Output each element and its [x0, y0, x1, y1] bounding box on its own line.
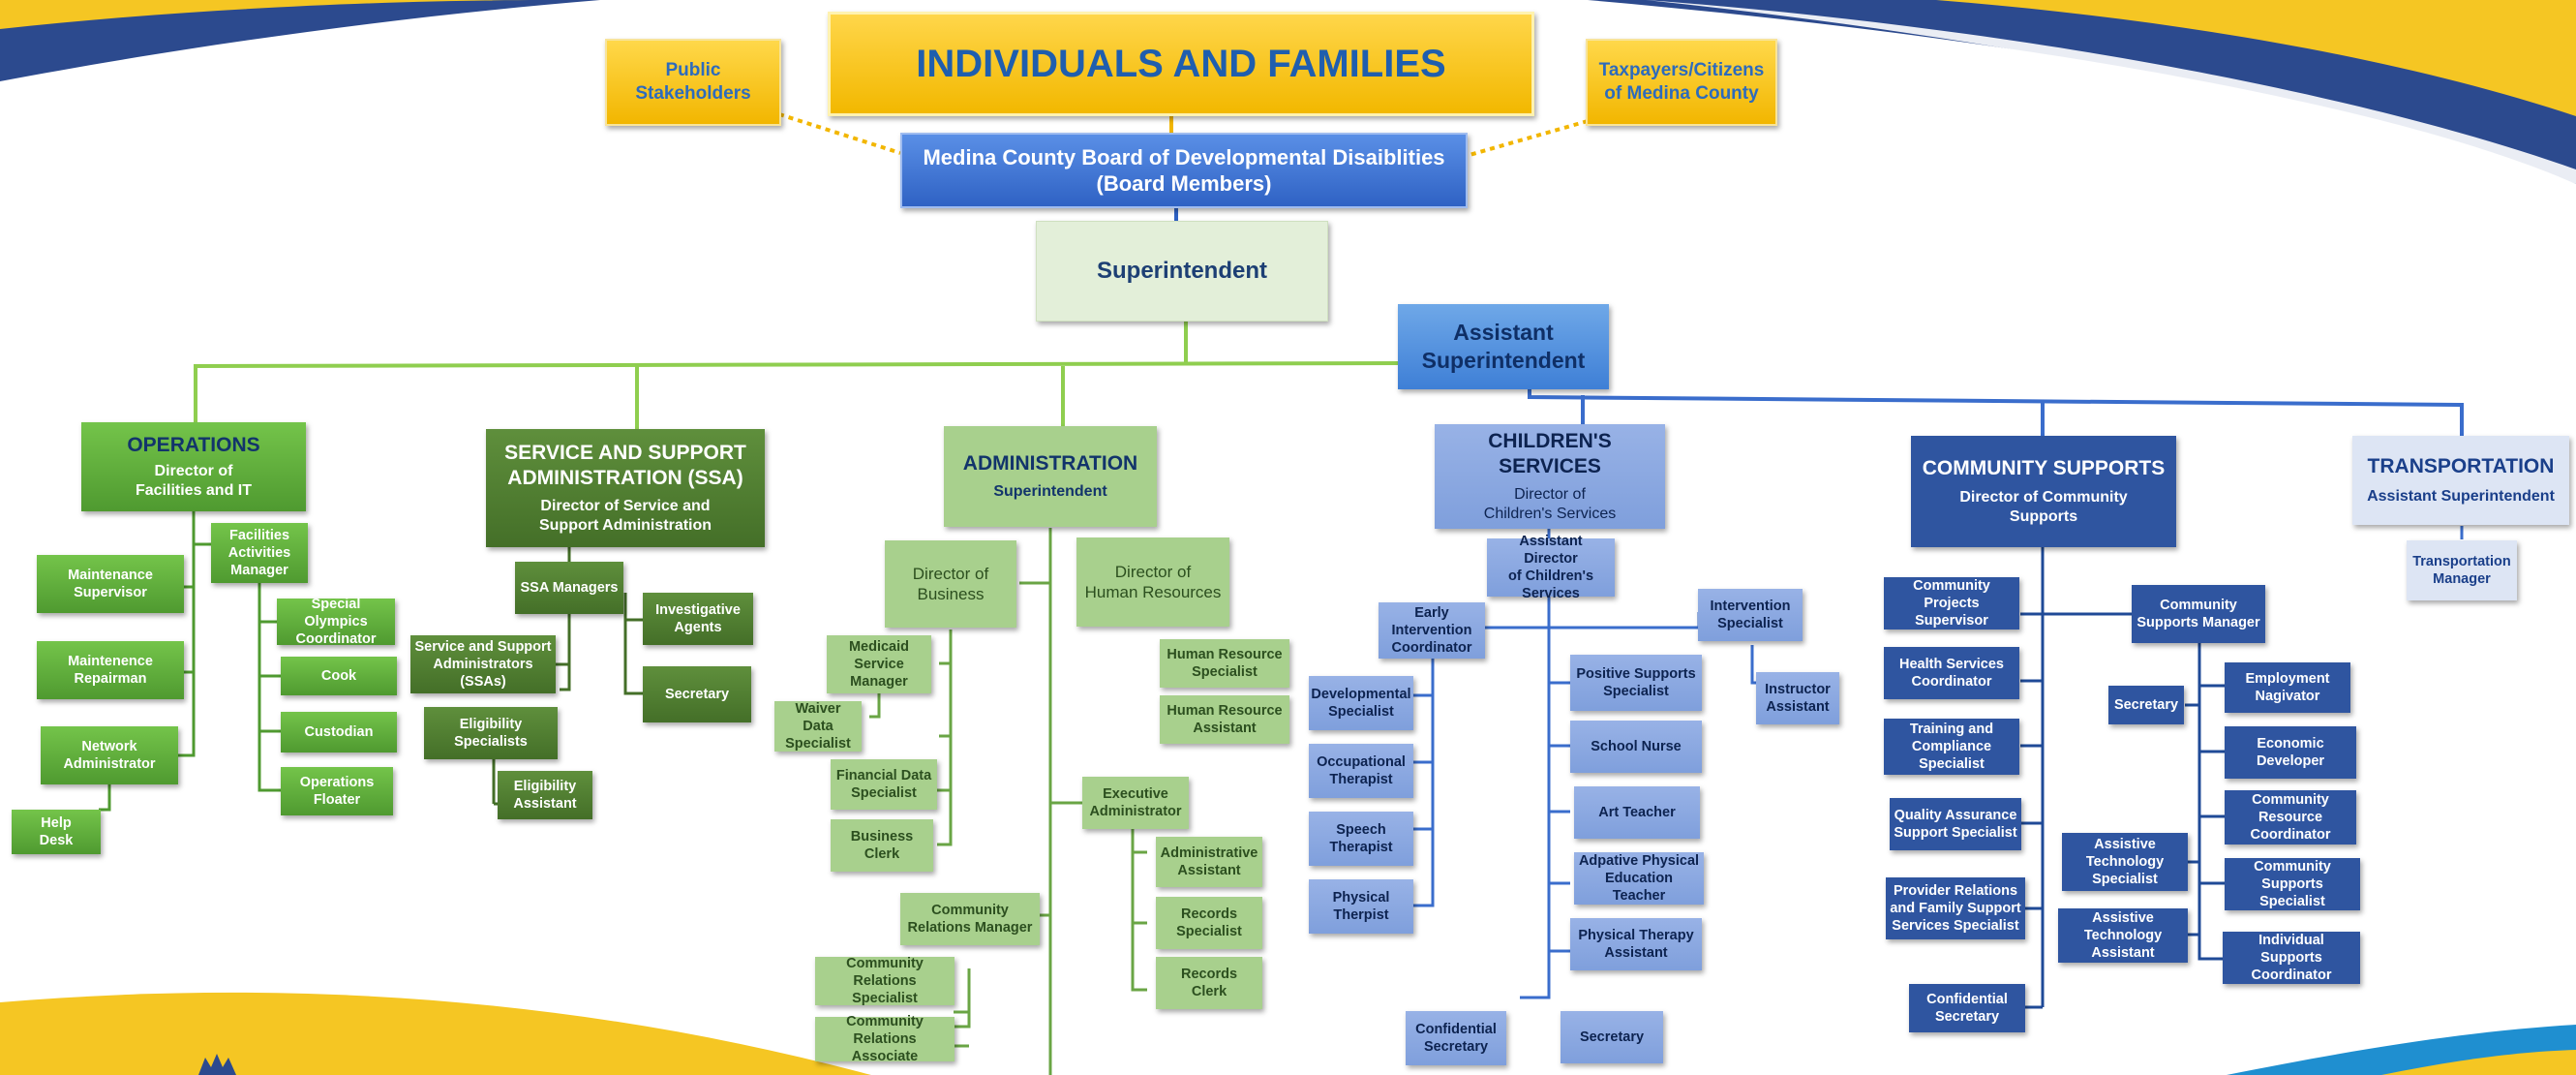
provider-relations-box: Provider Relations and Family Support Se…	[1886, 877, 2025, 939]
assistant-director-childrens-box: Assistant Director of Children's Service…	[1487, 534, 1615, 601]
transportation-manager-box: Transportation Manager	[2407, 540, 2517, 600]
speech-therapist-box: Speech Therapist	[1309, 812, 1413, 866]
bottom-right-gold-swoosh	[2381, 1050, 2576, 1075]
eligibility-assistant-box: Eligibility Assistant	[498, 771, 592, 819]
art-teacher-box: Art Teacher	[1574, 786, 1700, 839]
director-business-box: Director of Business	[885, 540, 1016, 628]
ssa-secretary-box: Secretary	[643, 666, 751, 722]
childrens-services-header: CHILDREN'S SERVICES Director of Children…	[1435, 424, 1665, 529]
records-specialist-box: Records Specialist	[1156, 897, 1262, 949]
public-stakeholders-box: Public Stakeholders	[605, 39, 781, 126]
operations-floater-box: Operations Floater	[281, 767, 393, 815]
superintendent-box: Superintendent	[1036, 221, 1328, 322]
maintenance-supervisor-box: Maintenance Supervisor	[37, 555, 184, 613]
special-olympics-box: Special Olympics Coordinator	[277, 597, 395, 647]
operations-header: OPERATIONS Director of Facilities and IT	[81, 422, 306, 511]
early-intervention-box: Early Intervention Coordinator	[1379, 602, 1485, 659]
taxpayers-citizens-box: Taxpayers/Citizens of Medina County	[1586, 39, 1777, 126]
director-hr-box: Director of Human Resources	[1076, 538, 1229, 627]
hr-specialist-box: Human Resource Specialist	[1160, 639, 1289, 688]
quality-assurance-box: Quality Assurance Support Specialist	[1890, 798, 2021, 850]
training-compliance-box: Training and Compliance Specialist	[1884, 719, 2019, 775]
custodian-box: Custodian	[281, 712, 397, 752]
childrens-secretary-box: Secretary	[1561, 1011, 1663, 1063]
community-supports-header: COMMUNITY SUPPORTS Director of Community…	[1911, 436, 2176, 547]
ssas-box: Service and Support Administrators (SSAs…	[410, 635, 556, 693]
school-nurse-box: School Nurse	[1570, 721, 1702, 773]
maintenance-repairman-box: Maintenence Repairman	[37, 641, 184, 699]
medicaid-manager-box: Medicaid Service Manager	[827, 635, 931, 693]
occupational-therapist-box: Occupational Therapist	[1309, 744, 1413, 798]
developmental-specialist-box: Developmental Specialist	[1309, 676, 1413, 730]
top-left-gold-swoosh	[0, 0, 542, 56]
assistive-tech-assistant-box: Assistive Technology Assistant	[2058, 908, 2188, 963]
cook-box: Cook	[281, 657, 397, 695]
administration-header: ADMINISTRATION Superintendent	[944, 426, 1157, 527]
instructor-assistant-box: Instructor Assistant	[1756, 672, 1839, 724]
facilities-manager-box: Facilities Activities Manager	[211, 523, 308, 583]
community-projects-supervisor-box: Community Projects Supervisor	[1884, 577, 2019, 630]
ssa-managers-box: SSA Managers	[515, 562, 623, 614]
eligibility-specialists-box: Eligibility Specialists	[424, 707, 558, 759]
community-secretary-box: Secretary	[2108, 686, 2184, 724]
waiver-data-box: Waiver Data Specialist	[774, 701, 862, 752]
individual-supports-coordinator-box: Individual Supports Coordinator	[2223, 932, 2360, 984]
community-relations-associate-box: Community Relations Associate	[815, 1014, 955, 1064]
ssa-header: SERVICE AND SUPPORT ADMINISTRATION (SSA)…	[486, 429, 765, 547]
childrens-confidential-secretary-box: Confidential Secretary	[1406, 1011, 1506, 1065]
community-supports-specialist-box: Community Supports Specialist	[2225, 858, 2360, 910]
board-members-box: Medina County Board of Developmental Dis…	[900, 133, 1468, 208]
adaptive-pe-teacher-box: Adpative Physical Education Teacher	[1574, 852, 1704, 905]
assistant-superintendent-box: Assistant Superintendent	[1398, 304, 1609, 389]
health-services-coordinator-box: Health Services Coordinator	[1884, 647, 2019, 699]
bottom-left-gold-swoosh	[0, 992, 871, 1075]
financial-data-box: Financial Data Specialist	[831, 759, 937, 810]
hr-assistant-box: Human Resource Assistant	[1160, 695, 1289, 744]
positive-supports-box: Positive Supports Specialist	[1570, 655, 1702, 711]
community-supports-manager-box: Community Supports Manager	[2132, 585, 2265, 643]
community-confidential-secretary-box: Confidential Secretary	[1909, 984, 2025, 1032]
community-resource-coordinator-box: Community Resource Coordinator	[2225, 790, 2356, 845]
business-clerk-box: Business Clerk	[831, 819, 933, 872]
community-relations-manager-box: Community Relations Manager	[900, 893, 1040, 945]
transportation-header: TRANSPORTATION Assistant Superintendent	[2352, 436, 2569, 525]
pt-assistant-box: Physical Therapy Assistant	[1570, 918, 1702, 970]
records-clerk-box: Records Clerk	[1156, 957, 1262, 1009]
employment-navigator-box: Employment Nagivator	[2225, 662, 2350, 713]
network-administrator-box: Network Administrator	[41, 726, 178, 784]
assistive-tech-specialist-box: Assistive Technology Specialist	[2062, 833, 2188, 891]
top-right-gold-swoosh	[1936, 0, 2576, 116]
administrative-assistant-box: Administrative Assistant	[1156, 837, 1262, 887]
individuals-families-title: INDIVIDUALS AND FAMILIES	[828, 12, 1534, 116]
community-relations-specialist-box: Community Relations Specialist	[815, 956, 955, 1006]
intervention-specialist-box: Intervention Specialist	[1698, 589, 1803, 641]
logo-partial-icon	[198, 1054, 236, 1075]
investigative-agents-box: Investigative Agents	[643, 593, 753, 645]
executive-administrator-box: Executive Administrator	[1082, 777, 1189, 829]
top-left-navy-swoosh	[0, 0, 600, 81]
help-desk-box: Help Desk	[12, 810, 101, 854]
economic-developer-box: Economic Developer	[2225, 726, 2356, 779]
physical-therpist-box: Physical Therpist	[1309, 879, 1413, 934]
